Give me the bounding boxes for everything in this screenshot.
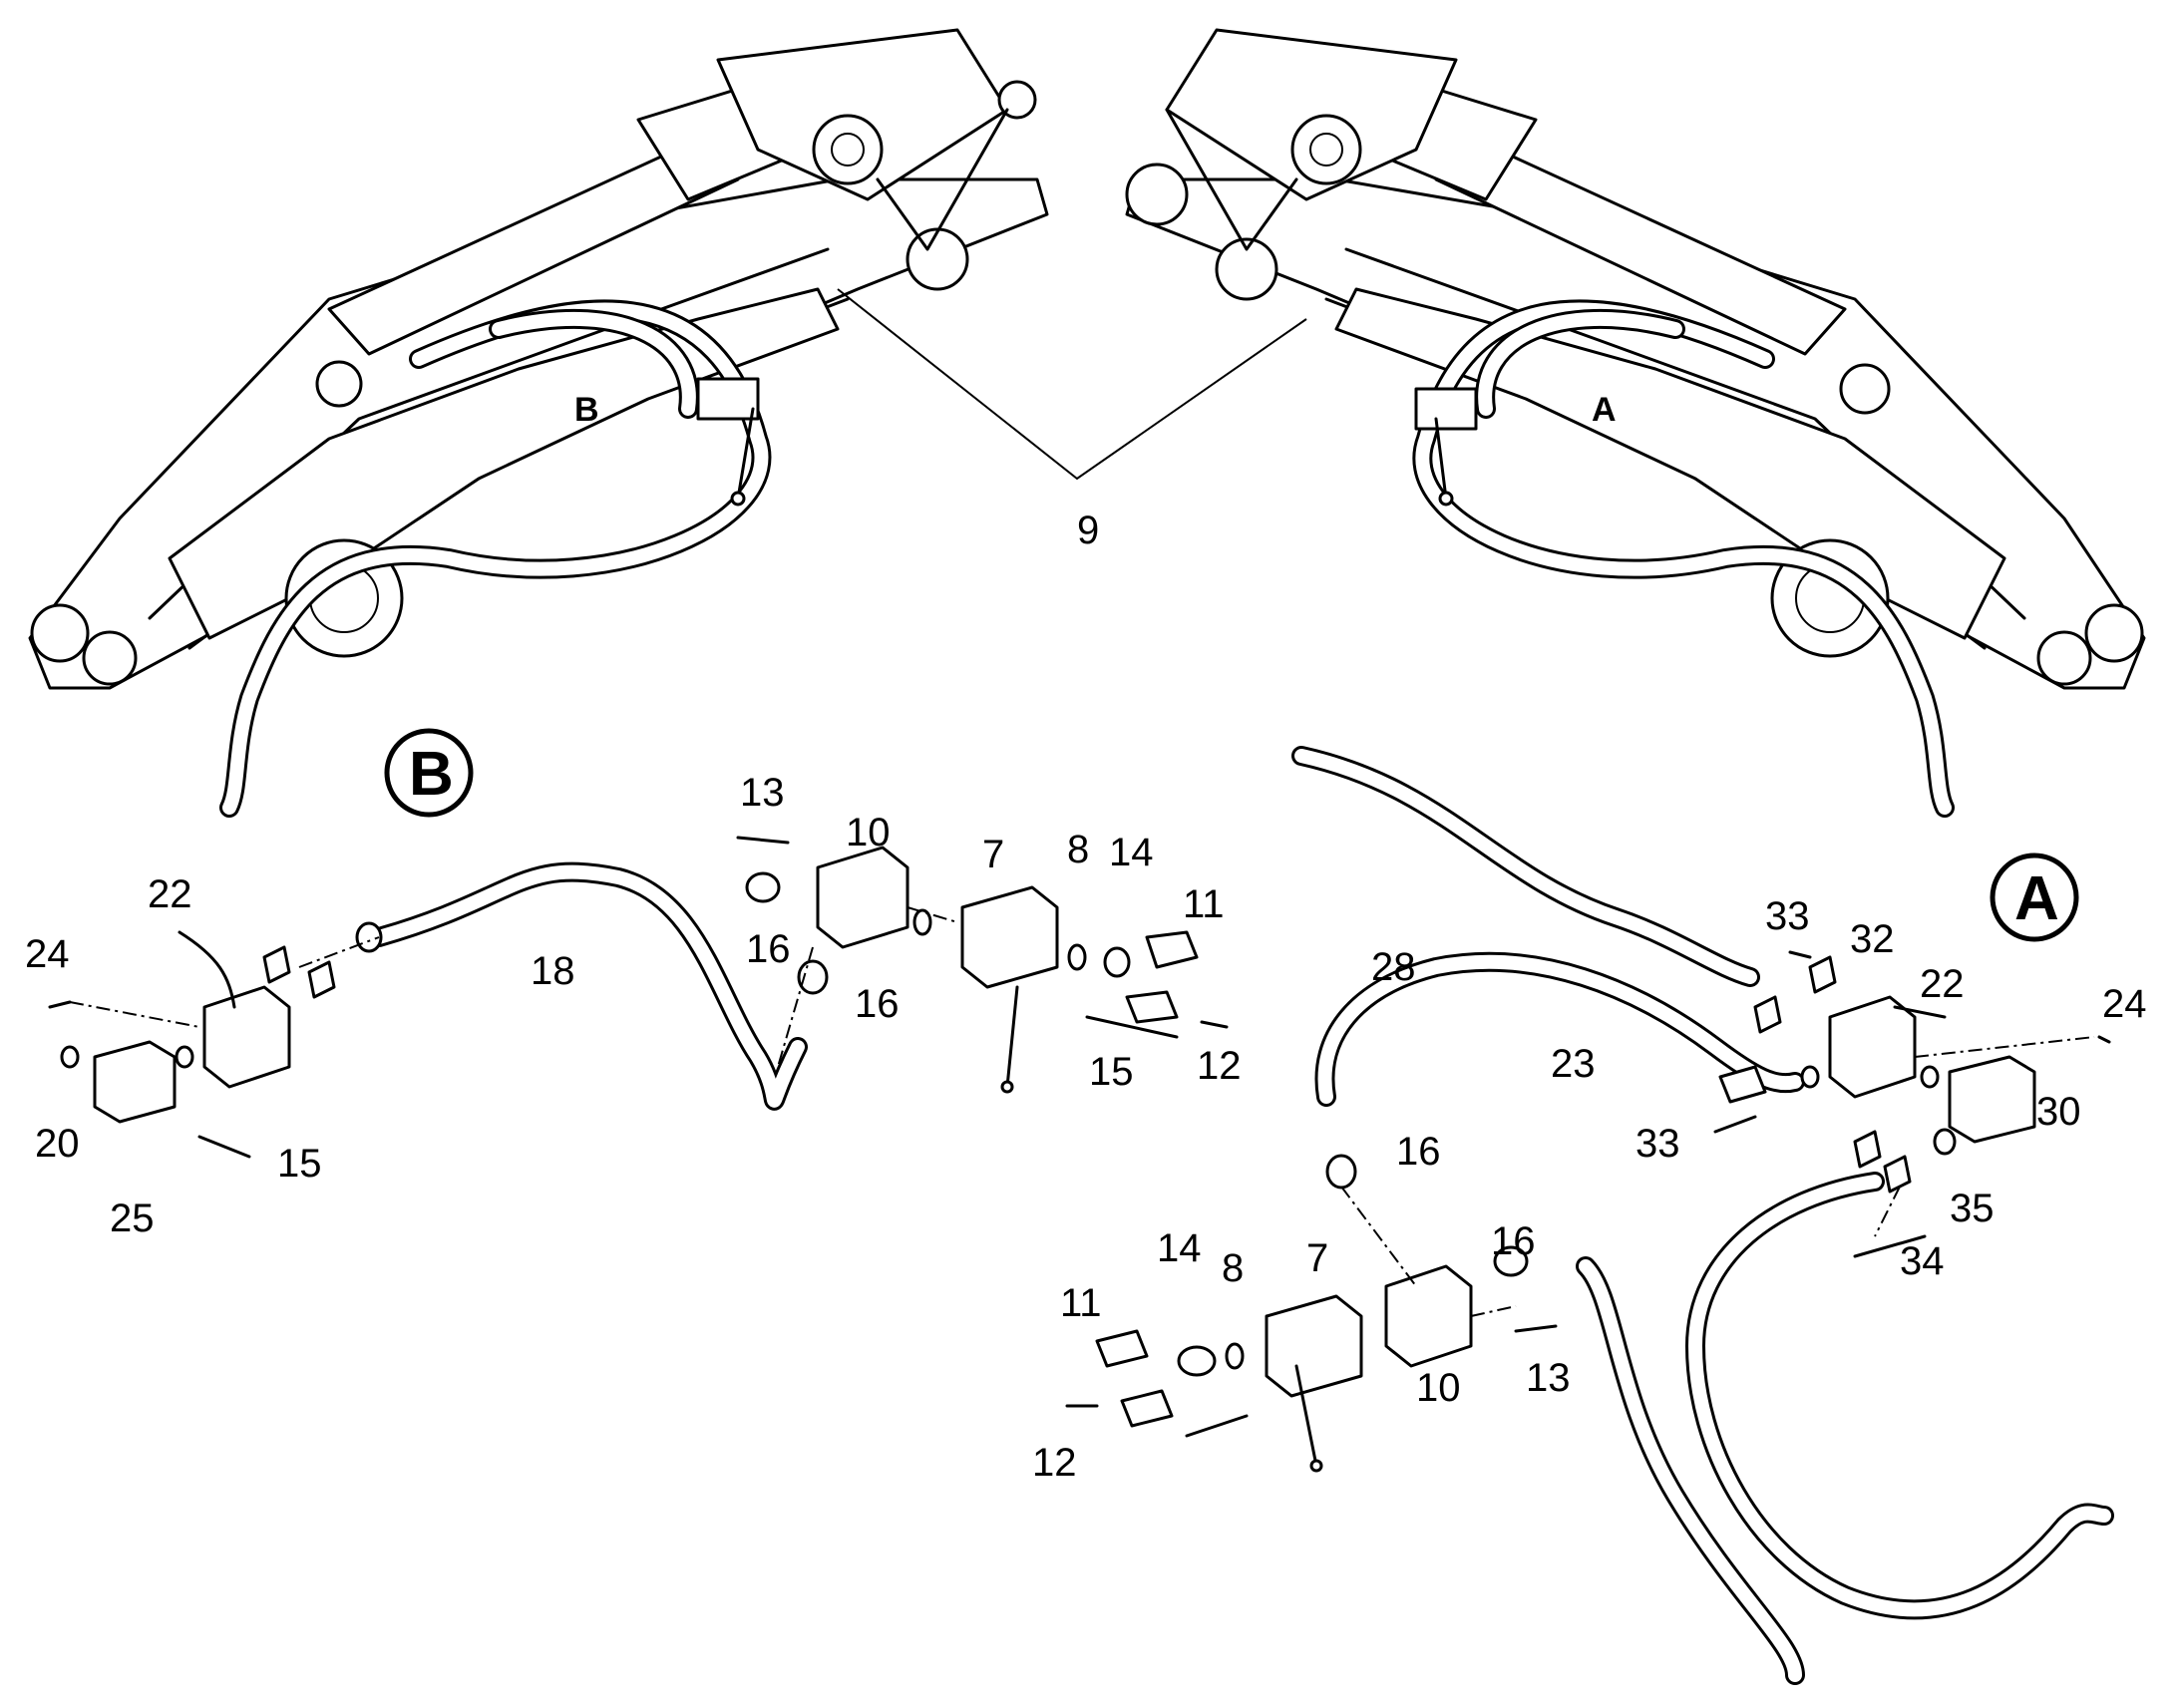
callout-a-8: 8 <box>1222 1246 1244 1290</box>
section-a: A <box>1032 746 2147 1685</box>
callout-a-7: 7 <box>1306 1236 1328 1280</box>
section-b-callouts: 13 10 7 8 14 11 16 16 18 22 24 20 25 15 … <box>25 771 1242 1240</box>
machine-view-left: B <box>28 28 1049 818</box>
callout-a-16a: 16 <box>1396 1130 1441 1174</box>
callout-a-16b: 16 <box>1491 1219 1536 1263</box>
callout-a-35: 35 <box>1950 1187 1995 1230</box>
callout-a-33a: 33 <box>1765 894 1810 938</box>
callout-b-25: 25 <box>110 1196 155 1240</box>
machine-view-right: A <box>1125 28 2146 818</box>
callout-a-11: 11 <box>1060 1281 1102 1325</box>
callout-b-7: 7 <box>982 833 1004 876</box>
callout-b-15a: 15 <box>277 1142 322 1186</box>
view-label-a: A <box>1592 391 1617 429</box>
callout-a-28: 28 <box>1371 945 1416 989</box>
section-b: B 13 10 <box>25 728 1242 1240</box>
callout-a-30: 30 <box>2036 1090 2081 1134</box>
section-a-callouts: 28 33 32 22 24 23 33 30 16 35 34 16 14 8… <box>1032 894 2147 1485</box>
callout-a-32: 32 <box>1850 917 1895 961</box>
section-b-badge: B <box>409 740 454 809</box>
callout-b-24: 24 <box>25 932 70 976</box>
callout-b-16a: 16 <box>746 927 791 971</box>
callout-a-33b: 33 <box>1635 1122 1680 1166</box>
section-a-badge: A <box>2014 864 2059 933</box>
callout-9-group: 9 <box>837 288 1307 552</box>
callout-a-22: 22 <box>1920 962 1965 1006</box>
callout-b-22: 22 <box>148 872 192 916</box>
callout-a-13: 13 <box>1526 1356 1571 1400</box>
callout-b-15b: 15 <box>1089 1050 1134 1094</box>
view-label-b: B <box>574 391 599 429</box>
callout-a-23: 23 <box>1551 1042 1596 1086</box>
callout-b-14: 14 <box>1109 831 1154 874</box>
callout-b-18: 18 <box>531 949 575 993</box>
callout-b-12: 12 <box>1197 1044 1242 1088</box>
callout-a-10: 10 <box>1416 1366 1461 1410</box>
callout-b-13: 13 <box>740 771 785 815</box>
callout-a-34: 34 <box>1900 1239 1945 1283</box>
callout-a-24: 24 <box>2102 982 2147 1026</box>
callout-a-14: 14 <box>1157 1226 1202 1270</box>
callout-a-12: 12 <box>1032 1441 1077 1485</box>
callout-b-11: 11 <box>1183 882 1225 926</box>
callout-b-10: 10 <box>846 811 891 854</box>
callout-9: 9 <box>1077 509 1099 552</box>
callout-b-16b: 16 <box>855 982 900 1026</box>
callout-b-8: 8 <box>1067 828 1089 871</box>
callout-b-20: 20 <box>35 1122 80 1166</box>
